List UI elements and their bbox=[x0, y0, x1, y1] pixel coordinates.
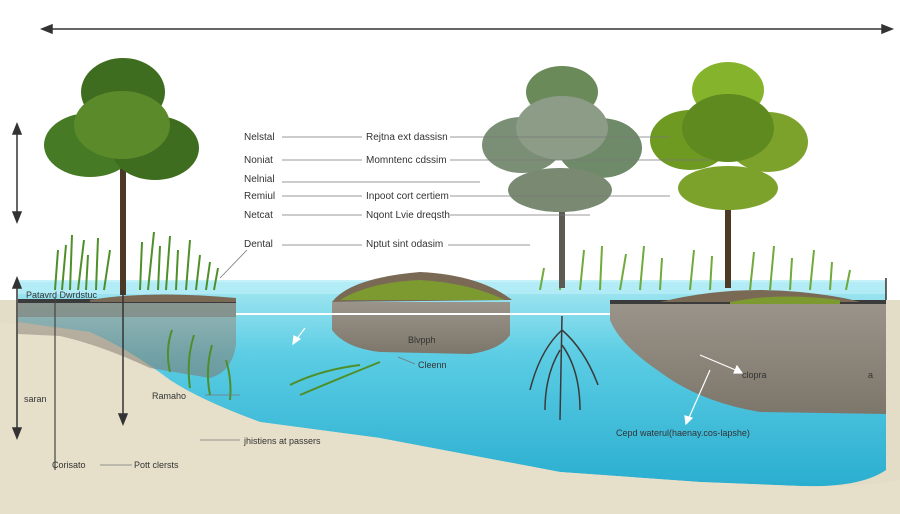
middle-tree-roots bbox=[529, 315, 599, 421]
left-label-2: Noniat bbox=[244, 155, 273, 166]
tree-right bbox=[650, 62, 808, 288]
right-label-2: Momntenc cdssim bbox=[366, 155, 447, 166]
label-leaders bbox=[100, 136, 710, 466]
corisato-label: Corisato bbox=[52, 460, 86, 470]
right-bank-mark: a bbox=[868, 370, 873, 380]
remaho-label: Ramaho bbox=[152, 391, 186, 401]
bank-label: Patavrd Dwrdstuc bbox=[26, 290, 98, 300]
right-label-3: Inpoot cort certiem bbox=[366, 191, 449, 202]
middle-island-moss bbox=[340, 280, 505, 300]
right-label-5: Nptut sint odasim bbox=[366, 239, 443, 250]
left-label-6: Dental bbox=[244, 239, 273, 250]
right-label-4: Nqont Lvie dreqsth bbox=[366, 210, 450, 221]
left-depth-arrow bbox=[11, 275, 23, 441]
tree-left bbox=[44, 58, 199, 295]
middle-island-soil bbox=[332, 302, 510, 354]
cleenn-label: Cleenn bbox=[418, 360, 447, 370]
left-label-3: Nelnial bbox=[244, 174, 275, 185]
left-label-1: Nelstal bbox=[244, 132, 275, 143]
right-grass bbox=[539, 245, 851, 291]
left-mound bbox=[90, 294, 236, 302]
left-label-4: Remiul bbox=[244, 191, 275, 202]
underwater-plants bbox=[166, 329, 381, 401]
right-label-1: Rejtna ext dassisn bbox=[366, 132, 448, 143]
right-bank-label: clopra bbox=[742, 370, 767, 380]
tree-root-depth-arrow bbox=[117, 290, 129, 427]
left-bank bbox=[18, 300, 236, 378]
middle-island-label: Blvpph bbox=[408, 335, 436, 345]
top-extent-arrow bbox=[39, 23, 895, 35]
left-label-5: Netcat bbox=[244, 210, 273, 221]
water-label: Cepd waterul(haenay.cos-lapshe) bbox=[616, 428, 750, 438]
annotation-arrows bbox=[292, 327, 744, 426]
right-bank-moss bbox=[730, 296, 840, 304]
left-bank-upper-band bbox=[18, 303, 236, 317]
left-height-arrow bbox=[11, 121, 23, 225]
right-bank-soil bbox=[610, 302, 886, 414]
passers-label: jhistiens at passers bbox=[243, 436, 321, 446]
sand-slope bbox=[0, 322, 900, 514]
left-grass bbox=[54, 231, 219, 291]
tree-middle bbox=[482, 66, 642, 288]
pott-label: Pott clersts bbox=[134, 460, 179, 470]
saran-label: saran bbox=[24, 394, 47, 404]
